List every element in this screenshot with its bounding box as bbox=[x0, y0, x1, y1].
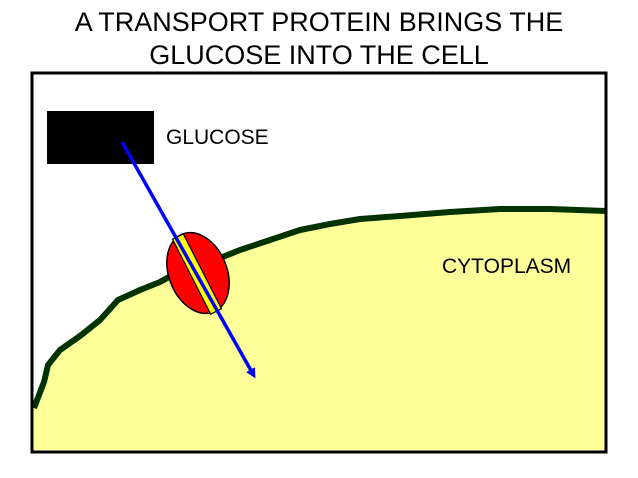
slide-title-line-2: GLUCOSE INTO THE CELL bbox=[149, 40, 489, 70]
glucose-transport-arrow bbox=[120, 141, 256, 379]
slide-title-line-1: A TRANSPORT PROTEIN BRINGS THE bbox=[74, 7, 564, 37]
glucose-label: GLUCOSE bbox=[166, 126, 269, 149]
slide-title: A TRANSPORT PROTEIN BRINGS THE GLUCOSE I… bbox=[0, 6, 638, 72]
cytoplasm-label: CYTOPLASM bbox=[442, 255, 571, 278]
cytoplasm-region bbox=[34, 209, 606, 450]
glucose-molecule bbox=[47, 111, 154, 164]
diagram-frame bbox=[30, 71, 608, 454]
